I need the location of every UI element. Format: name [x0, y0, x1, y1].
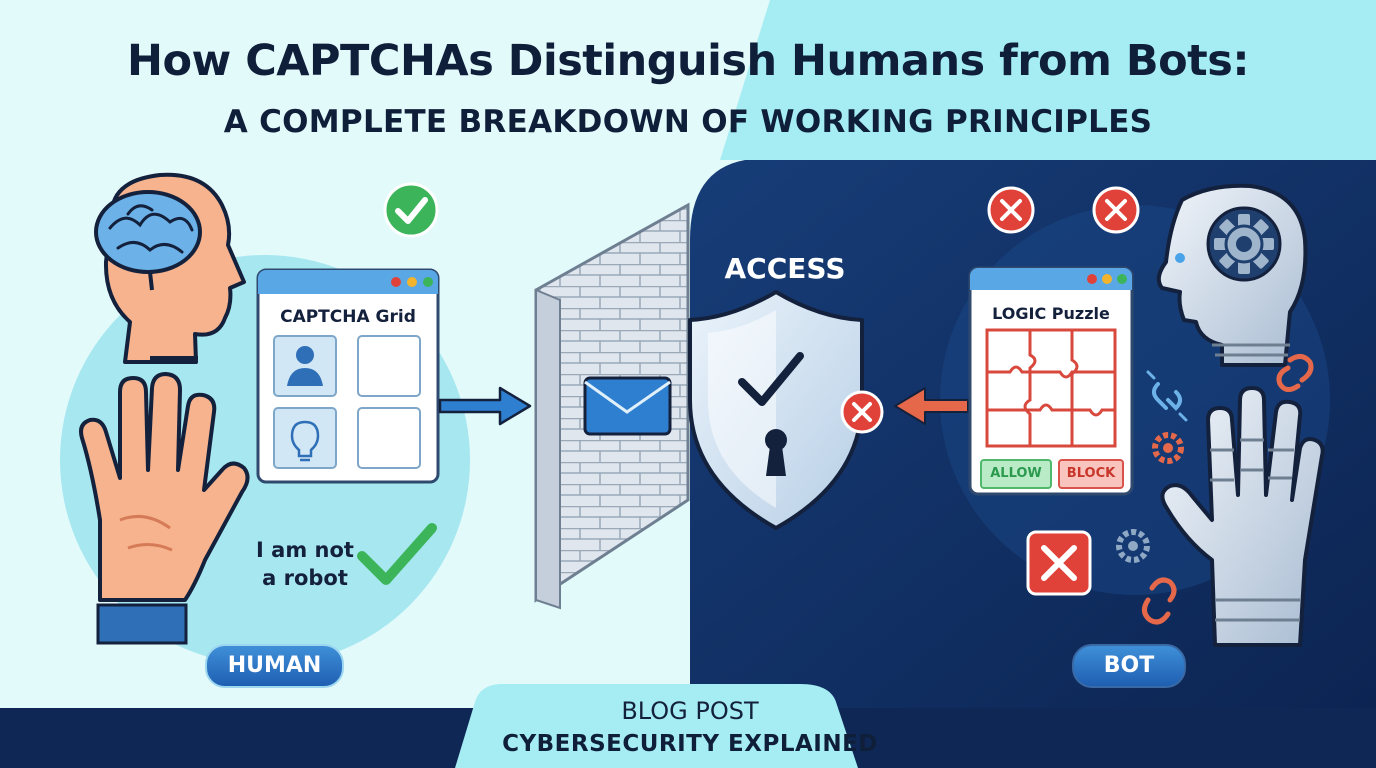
broken-link-icon: [1146, 370, 1188, 422]
access-label: ACCESS: [724, 252, 846, 285]
arrow-to-wall-icon: [438, 386, 532, 426]
human-hand-icon: [79, 372, 250, 645]
x-icon: [1092, 186, 1140, 234]
check-icon: [357, 523, 437, 585]
not-a-robot-text: I am not a robot: [230, 536, 380, 592]
x-icon: [1026, 530, 1092, 596]
human-label: HUMAN: [205, 644, 344, 688]
gear-icon: [1152, 432, 1184, 464]
block-button[interactable]: BLOCK: [1058, 459, 1124, 489]
check-icon: [383, 182, 439, 238]
page-title: How CAPTCHAs Distinguish Humans from Bot…: [126, 36, 1250, 86]
allow-button[interactable]: ALLOW: [980, 459, 1052, 489]
footer-blog-post: BLOG POST: [621, 697, 759, 725]
bot-label: BOT: [1072, 644, 1186, 688]
x-icon: [987, 186, 1035, 234]
grid-cell-empty-2[interactable]: [357, 407, 421, 469]
arrow-to-shield-icon: [894, 387, 969, 425]
robot-hand-icon: [1160, 386, 1325, 647]
keyhole-icon: [765, 429, 787, 476]
page-subtitle: A COMPLETE BREAKDOWN OF WORKING PRINCIPL…: [223, 104, 1153, 140]
puzzle-icon: [985, 328, 1117, 448]
not-a-robot-line1: I am not: [256, 538, 354, 562]
broken-link-icon: [1142, 577, 1177, 625]
envelope-icon: [583, 376, 672, 436]
footer-tab: [455, 684, 858, 768]
broken-link-icon: [1276, 354, 1314, 392]
logic-puzzle-title: LOGIC Puzzle: [992, 304, 1110, 323]
captcha-grid-window: [256, 268, 440, 484]
footer-cybersecurity: CYBERSECURITY EXPLAINED: [502, 731, 878, 757]
captcha-grid-title: CAPTCHA Grid: [280, 307, 416, 327]
lightbulb-icon: [290, 420, 320, 462]
shield-icon: [688, 290, 864, 530]
gear-icon: [1116, 529, 1150, 563]
top-right-tint: [720, 0, 1376, 160]
x-icon: [840, 390, 884, 434]
grid-cell-empty-1[interactable]: [357, 335, 421, 397]
person-icon: [287, 346, 323, 386]
gear-icon: [1206, 206, 1282, 282]
grid-cell-bulb[interactable]: [273, 407, 337, 469]
brain-icon: [94, 190, 202, 291]
logic-puzzle-window: [968, 266, 1134, 496]
grid-cell-person[interactable]: [273, 335, 337, 397]
not-a-robot-line2: a robot: [262, 566, 348, 590]
